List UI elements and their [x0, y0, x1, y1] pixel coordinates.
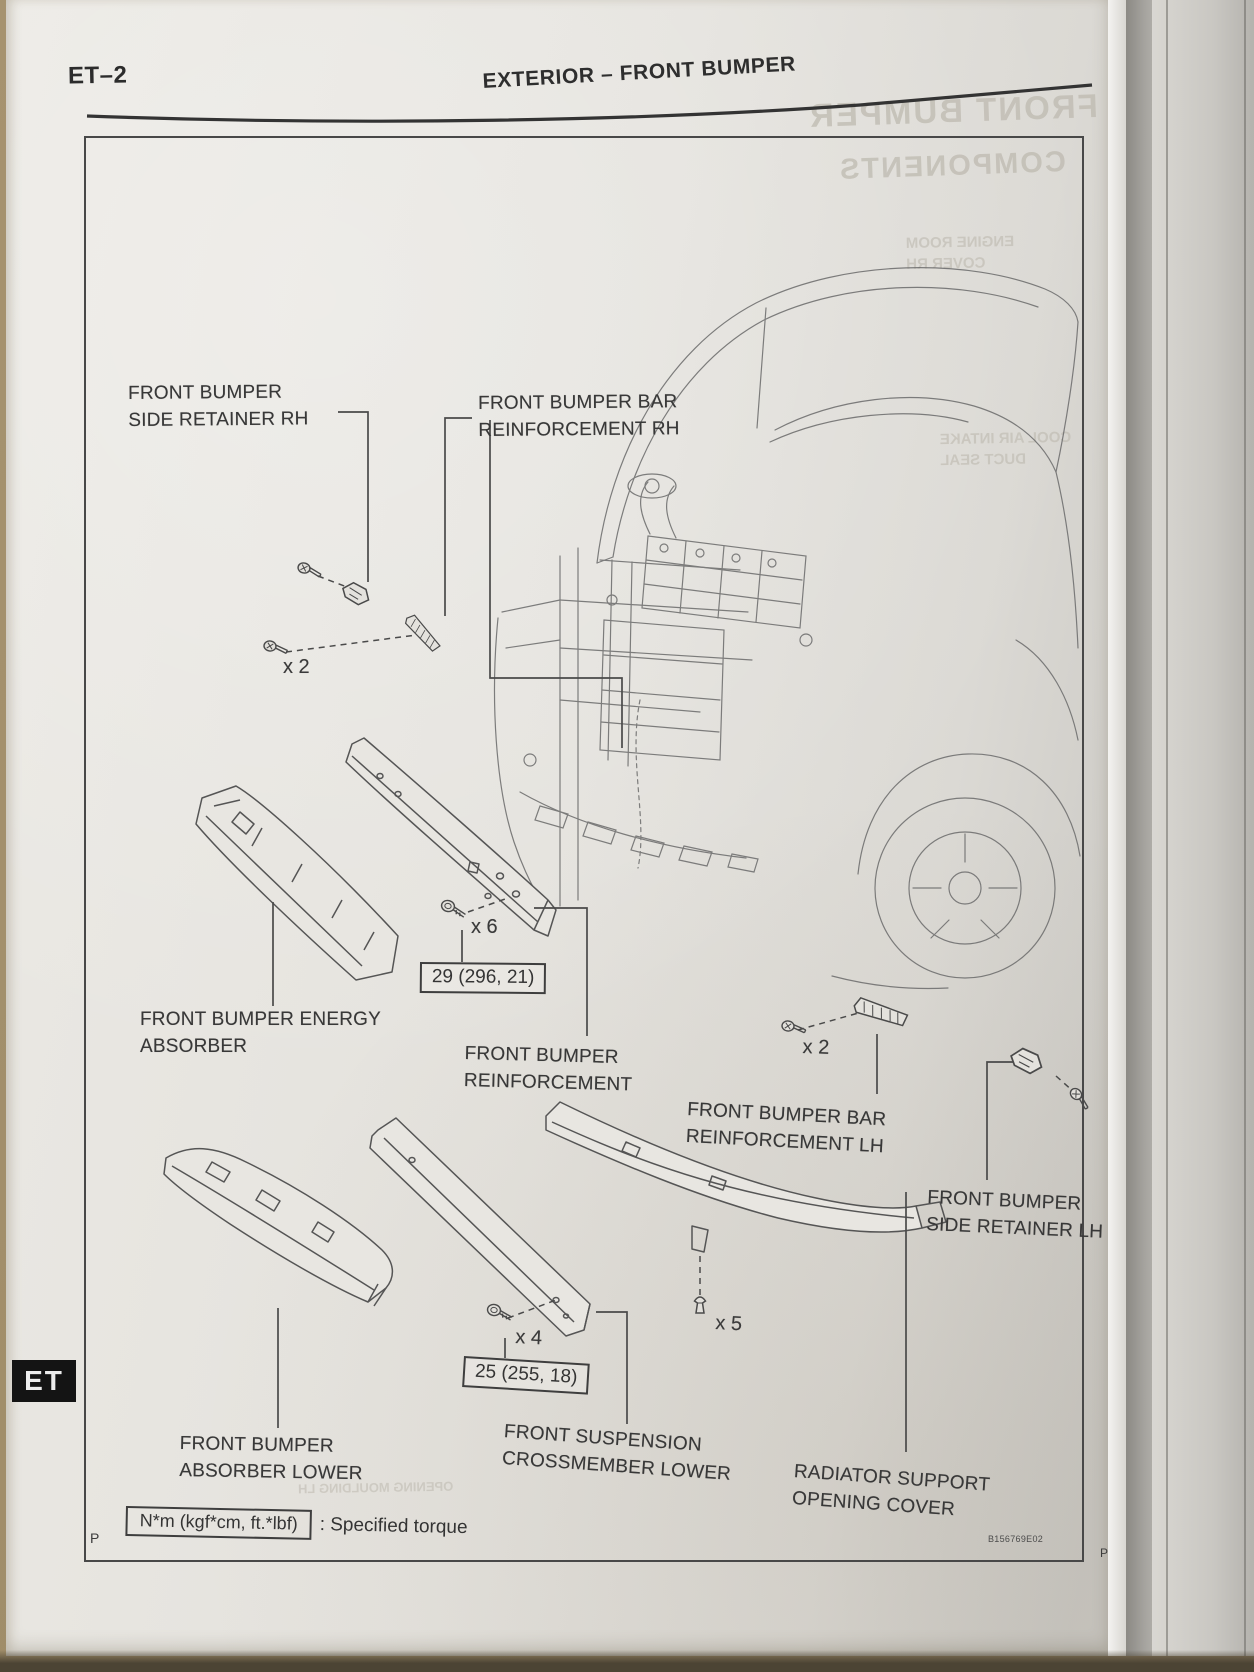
- label-line: SIDE RETAINER RH: [128, 408, 309, 431]
- next-page-edge: [1152, 0, 1254, 1656]
- figure-number: B156769E02: [988, 1534, 1044, 1544]
- label-line: FRONT BUMPER ENERGY: [140, 1009, 381, 1030]
- diagram-frame: [84, 136, 1084, 1562]
- page-curl-shadow: [1126, 0, 1152, 1656]
- adjacent-page-marker: P: [1100, 1546, 1109, 1560]
- label-side-retainer-lh: FRONT BUMPER SIDE RETAINER LH: [926, 1184, 1105, 1246]
- section-edge-tab: ET: [12, 1360, 76, 1402]
- label-line: FRONT BUMPER: [128, 381, 283, 404]
- label-bar-reinforcement-rh: FRONT BUMPER BAR REINFORCEMENT RH: [478, 388, 680, 444]
- qty-crossmember-bolts: x 4: [514, 1326, 543, 1350]
- label-energy-absorber: FRONT BUMPER ENERGY ABSORBER: [140, 1006, 381, 1060]
- label-line: ABSORBER LOWER: [179, 1459, 363, 1485]
- qty-retainer-lh: x 2: [802, 1036, 830, 1059]
- label-line: FRONT BUMPER BAR: [478, 391, 678, 414]
- label-side-retainer-rh: FRONT BUMPER SIDE RETAINER RH: [128, 378, 309, 434]
- page-code: ET–2: [67, 61, 128, 90]
- qty-retainer-rh: x 2: [283, 656, 310, 678]
- next-page-edge-line: [1244, 0, 1246, 1656]
- label-bar-reinforcement-lh: FRONT BUMPER BAR REINFORCEMENT LH: [685, 1096, 887, 1160]
- next-page-edge-line: [1166, 0, 1168, 1656]
- torque-spec-box-reinforcement: 29 (296, 21): [419, 962, 547, 995]
- page-marker: P: [90, 1530, 100, 1546]
- label-absorber-lower: FRONT BUMPER ABSORBER LOWER: [179, 1430, 363, 1487]
- label-line: ABSORBER: [140, 1036, 248, 1057]
- page-curl-edge: [1108, 0, 1126, 1656]
- qty-reinforcement-bolts: x 6: [471, 916, 498, 938]
- label-line: REINFORCEMENT: [463, 1069, 633, 1096]
- torque-legend-box: N*m (kgf*cm, ft.*lbf): [125, 1506, 312, 1540]
- label-reinforcement: FRONT BUMPER REINFORCEMENT: [464, 1040, 634, 1098]
- label-line: FRONT BUMPER: [179, 1432, 334, 1457]
- torque-legend-text: : Specified torque: [319, 1514, 468, 1539]
- photo-bottom-shadow: [0, 1650, 1254, 1672]
- qty-radiator-cover-clips: x 5: [714, 1312, 743, 1336]
- label-line: REINFORCEMENT RH: [478, 418, 680, 441]
